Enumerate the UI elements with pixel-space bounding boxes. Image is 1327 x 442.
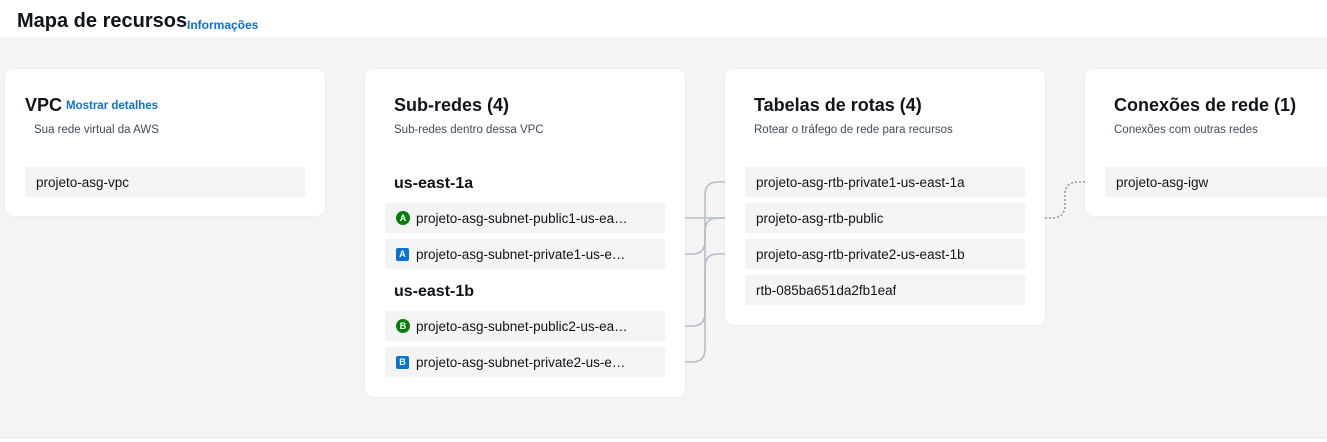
subnet-item-private1[interactable]: A projeto-asg-subnet-private1-us-e… [385,239,665,269]
vpc-title: VPC [25,95,63,115]
route-table-item-main[interactable]: rtb-085ba651da2fb1eaf [745,275,1025,305]
subnet-item-private2[interactable]: B projeto-asg-subnet-private2-us-e… [385,347,665,377]
network-connections-description: Conexões com outras redes [1114,124,1258,136]
network-connections-title: Conexões de rede (1) [1114,95,1297,115]
route-table-item-private2[interactable]: projeto-asg-rtb-private2-us-east-1b [745,239,1025,269]
route-table-item-label: rtb-085ba651da2fb1eaf [756,282,897,298]
subnets-card: Sub-redes (4) Sub-redes dentro dessa VPC… [365,69,685,397]
connector-rtb-public-to-igw [1025,181,1105,219]
subnet-item-label: projeto-asg-subnet-private1-us-e… [416,246,626,262]
private-subnet-badge-icon: B [396,355,409,369]
connection-item-igw[interactable]: projeto-asg-igw [1105,167,1327,197]
route-table-item-label: projeto-asg-rtb-private2-us-east-1b [756,246,965,262]
show-details-link[interactable]: Mostrar detalhes [66,100,159,112]
vpc-description: Sua rede virtual da AWS [34,124,159,136]
route-tables-card: Tabelas de rotas (4) Rotear o tráfego de… [725,69,1045,325]
route-table-item-public[interactable]: projeto-asg-rtb-public [745,203,1025,233]
subnet-item-public2[interactable]: B projeto-asg-subnet-public2-us-ea… [385,311,665,341]
route-tables-description: Rotear o tráfego de rede para recursos [754,124,953,136]
vpc-item-label: projeto-asg-vpc [36,174,130,190]
public-subnet-badge-icon: A [396,211,410,225]
az-title-us-east-1a: us-east-1a [394,175,474,192]
route-table-item-label: projeto-asg-rtb-public [756,210,884,226]
subnets-description: Sub-redes dentro dessa VPC [394,124,544,136]
subnet-item-label: projeto-asg-subnet-private2-us-e… [416,354,626,370]
public-subnet-badge-icon: B [396,319,410,333]
subnet-item-label: projeto-asg-subnet-public2-us-ea… [416,318,628,334]
private-subnet-badge-icon: A [396,247,409,261]
network-connections-card: Conexões de rede (1) Conexões com outras… [1085,69,1327,216]
connector-private2-to-rtb-private2 [665,253,745,363]
route-table-item-private1[interactable]: projeto-asg-rtb-private1-us-east-1a [745,167,1025,197]
connection-item-label: projeto-asg-igw [1116,174,1209,190]
route-table-item-label: projeto-asg-rtb-private1-us-east-1a [756,174,965,190]
route-tables-title: Tabelas de rotas (4) [754,95,922,115]
subnet-item-public1[interactable]: A projeto-asg-subnet-public1-us-ea… [385,203,665,233]
vpc-item[interactable]: projeto-asg-vpc [25,167,305,197]
subnets-title: Sub-redes (4) [394,95,510,115]
az-title-us-east-1b: us-east-1b [394,283,475,300]
vpc-card: VPC Mostrar detalhes Sua rede virtual da… [5,69,325,216]
page-title: Mapa de recursos [17,10,188,32]
subnet-item-label: projeto-asg-subnet-public1-us-ea… [416,210,628,226]
page-header: Mapa de recursos Informações [0,0,1327,37]
info-link[interactable]: Informações [187,18,259,32]
bottom-divider [0,437,1327,442]
connector-private1-to-rtb-private1 [665,181,745,255]
